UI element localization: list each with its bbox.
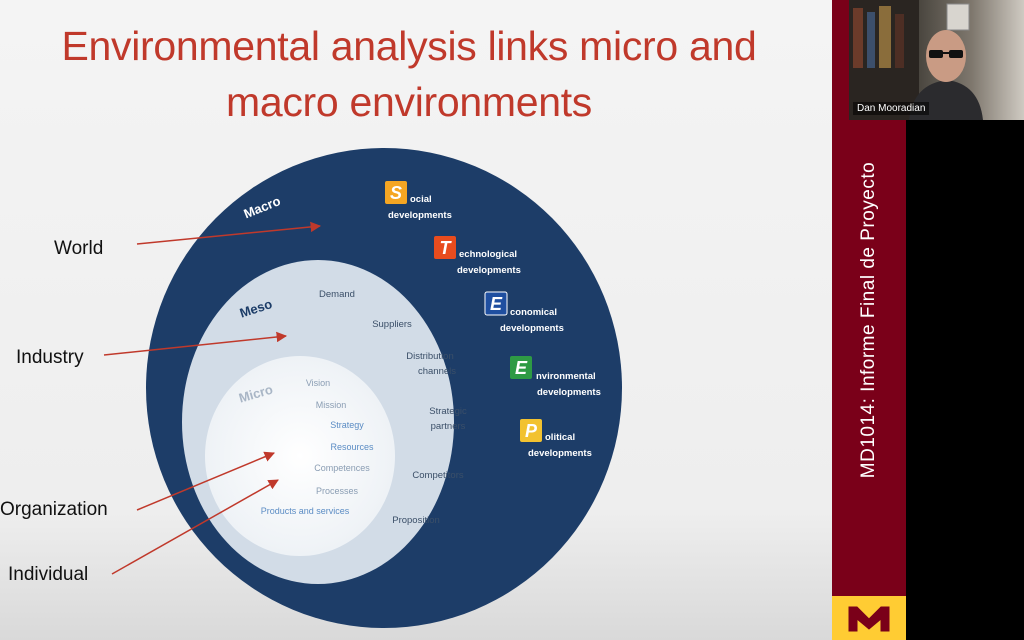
steep-economical-text2: developments	[500, 323, 564, 334]
meso-item-channels: channels	[418, 366, 456, 377]
title-line-2: macro environments	[225, 79, 593, 125]
steep-social-letter: S	[390, 183, 402, 203]
participant-avatar	[849, 0, 983, 120]
micro-item-processes: Processes	[316, 486, 359, 496]
steep-political-badge	[520, 419, 542, 442]
meso-item-competitors: Competitors	[412, 470, 463, 481]
steep-economical-badge	[484, 291, 508, 316]
steep-political-text: olitical	[545, 432, 575, 443]
micro-item-mission: Mission	[316, 400, 347, 410]
micro-item-resources: Resources	[330, 442, 374, 452]
steep-economical-text: conomical	[510, 307, 557, 318]
steep-technological-letter: T	[440, 238, 453, 258]
steep-technological-badge	[434, 236, 456, 259]
micro-item-competences: Competences	[314, 463, 370, 473]
micro-ring	[205, 356, 395, 556]
participant-name: Dan Mooradian	[853, 102, 930, 115]
meso-item-demand: Demand	[319, 289, 355, 300]
title-line-1: Environmental analysis links micro and	[61, 23, 757, 69]
steep-technological: T echnological developments	[434, 236, 521, 276]
steep-political: P olitical developments	[520, 419, 592, 459]
steep-technological-text: echnological	[459, 249, 517, 260]
steep-social-text: ocial	[410, 194, 432, 205]
steep-environmental-text: nvironmental	[536, 371, 596, 382]
arrow-organization	[136, 451, 275, 511]
steep-technological-text2: developments	[457, 265, 521, 276]
steep-political-text2: developments	[528, 448, 592, 459]
arrow-world	[136, 221, 322, 245]
arrow-industry	[103, 331, 288, 356]
level-individual: Individual	[8, 564, 88, 585]
micro-item-products: Products and services	[261, 506, 350, 516]
slide-title: Environmental analysis links micro and m…	[0, 18, 824, 130]
meso-item-strategic: Strategic	[429, 406, 467, 417]
steep-environmental-letter: E	[515, 358, 528, 378]
meso-item-distribution: Distribution	[406, 351, 454, 362]
micro-item-strategy: Strategy	[330, 420, 364, 430]
steep-economical-letter: E	[490, 294, 503, 314]
university-logo	[832, 596, 906, 640]
steep-political-letter: P	[525, 421, 538, 441]
arrow-individual	[111, 479, 279, 575]
level-organization: Organization	[0, 499, 108, 520]
environment-diagram: Macro Meso Micro Demand Suppliers Distri…	[0, 148, 622, 628]
steep-environmental-text2: developments	[537, 387, 601, 398]
steep-environmental-badge	[510, 356, 532, 379]
meso-item-partners: partners	[431, 421, 466, 432]
steep-social: S ocial developments	[385, 181, 452, 221]
meso-item-suppliers: Suppliers	[372, 319, 412, 330]
steep-environmental: E nvironmental developments	[510, 356, 601, 398]
course-title: MD1014: Informe Final de Proyecto	[858, 161, 879, 479]
participant-video[interactable]: Dan Mooradian	[849, 0, 1024, 120]
meso-item-proposition: Proposition	[392, 515, 440, 526]
steep-economical: E conomical developments	[484, 291, 564, 334]
micro-item-vision: Vision	[306, 378, 330, 388]
steep-social-text2: developments	[388, 210, 452, 221]
level-industry: Industry	[16, 347, 84, 368]
level-world: World	[54, 238, 103, 259]
steep-social-badge	[385, 181, 407, 204]
m-logo-icon	[848, 606, 890, 632]
slide: Environmental analysis links micro and m…	[0, 0, 832, 640]
